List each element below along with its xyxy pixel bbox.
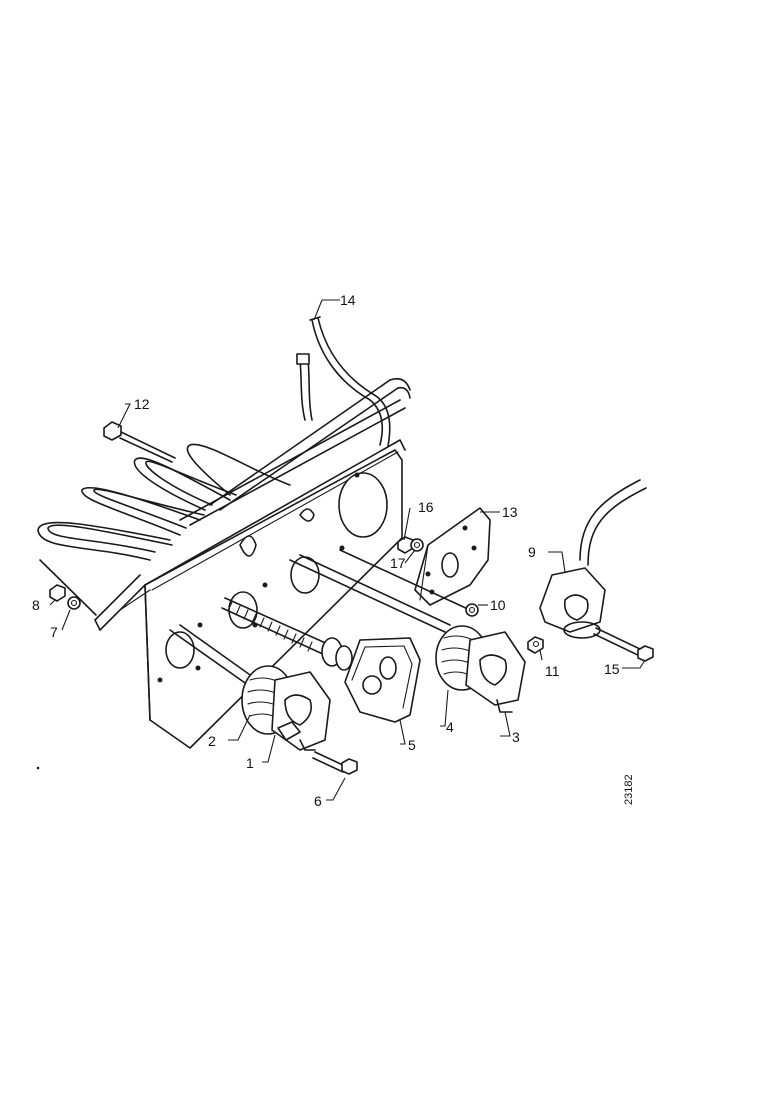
- callout-9: 9: [528, 544, 536, 560]
- callout-2: 2: [208, 733, 216, 749]
- plate-13: [414, 507, 491, 606]
- callout-10: 10: [490, 597, 506, 613]
- callout-3: 3: [512, 729, 520, 745]
- callout-16: 16: [418, 499, 434, 515]
- callout-11: 11: [545, 663, 560, 679]
- screw-6: [312, 751, 358, 775]
- callout-15: 15: [604, 661, 620, 677]
- reference-code: 23182: [623, 774, 635, 805]
- callout-13: 13: [502, 504, 518, 520]
- upper-tubes: [179, 377, 411, 526]
- cable-loops: [37, 443, 291, 631]
- connector-shafts: [169, 549, 471, 691]
- callout-12: 12: [134, 396, 150, 412]
- threaded-spring-rod: [221, 597, 353, 671]
- nut-11: [527, 636, 544, 654]
- washer-10: [465, 603, 479, 617]
- mounting-bracket: [99, 439, 406, 749]
- socket-9: [539, 479, 647, 639]
- nut-17: [410, 538, 424, 552]
- washer-7: [67, 596, 81, 610]
- callout-1: 1: [246, 755, 254, 771]
- screw-12: [103, 421, 176, 463]
- callout-5: 5: [408, 737, 416, 753]
- callout-14: 14: [340, 292, 356, 308]
- callout-7: 7: [50, 624, 58, 640]
- callout-6: 6: [314, 793, 322, 809]
- nut-8: [49, 584, 66, 602]
- connector-3-4: [435, 625, 526, 713]
- hose-cable-14: [296, 316, 391, 447]
- callout-8: 8: [32, 597, 40, 613]
- callout-4: 4: [446, 719, 454, 735]
- screw-15: [593, 627, 654, 662]
- scan-speck: [36, 766, 40, 770]
- leader-lines: [49, 299, 646, 801]
- callout-17: 17: [390, 555, 406, 571]
- socket-5: [344, 637, 421, 723]
- connector-1-2: [241, 665, 331, 751]
- callout-labels: 14 12 16 13 17 9 10 11 15 3 4 5 2 1 6 8 …: [32, 292, 620, 809]
